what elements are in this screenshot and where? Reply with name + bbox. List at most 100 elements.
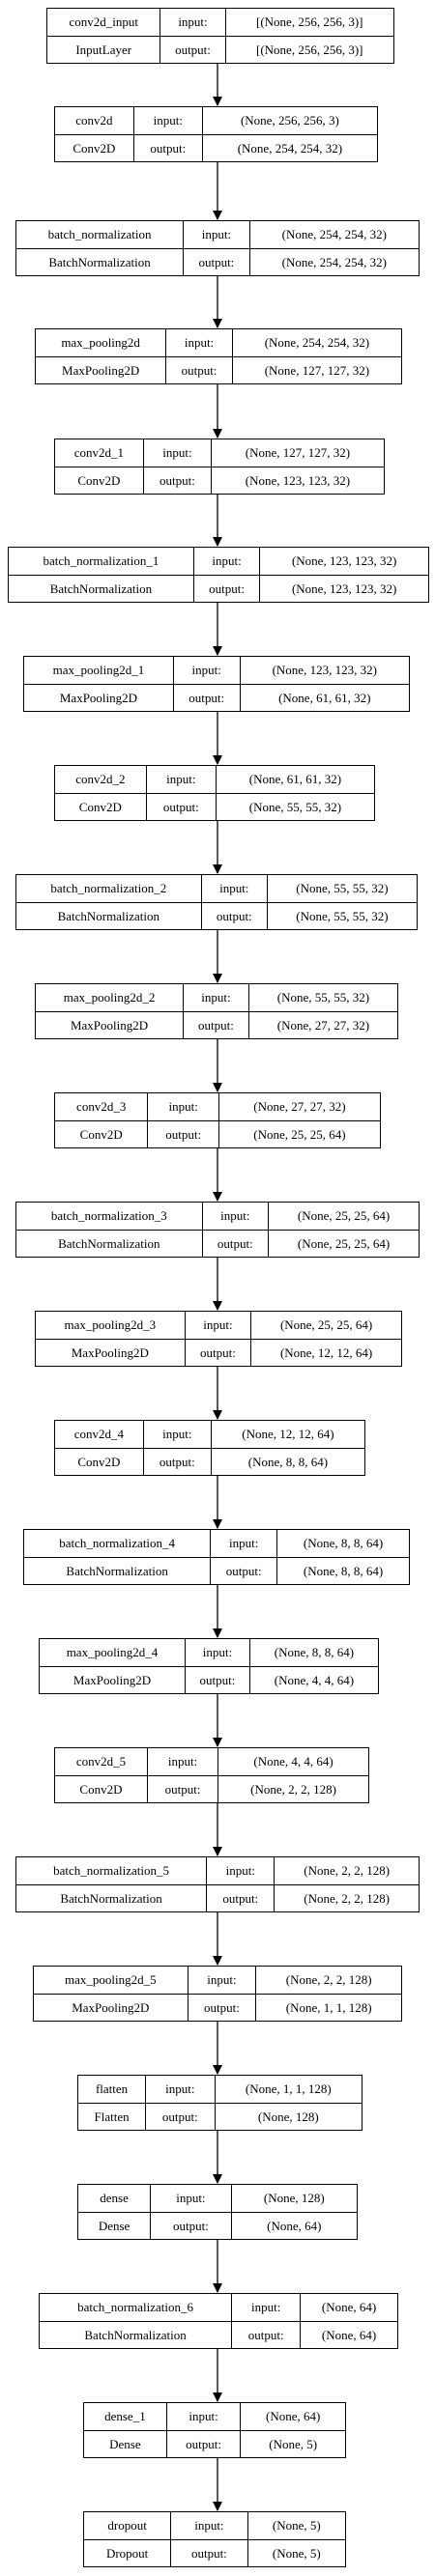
output-shape: (None, 25, 25, 64) [218, 1119, 380, 1147]
output-shape: (None, 254, 254, 32) [248, 247, 419, 275]
input-label: input: [231, 2294, 302, 2322]
layer-type: BatchNormalization [16, 1883, 208, 1911]
layer-name: batch_normalization_3 [16, 1203, 203, 1231]
output-label: output: [142, 1447, 212, 1475]
input-shape: (None, 2, 2, 128) [255, 1967, 401, 1995]
input-shape: (None, 55, 55, 32) [266, 875, 417, 903]
input-label: input: [201, 1203, 270, 1231]
input-shape: (None, 254, 254, 32) [248, 221, 419, 249]
layer-type: Conv2D [55, 1774, 148, 1802]
output-shape: (None, 2, 2, 128) [218, 1774, 368, 1802]
output-shape: (None, 64) [230, 2211, 357, 2239]
input-shape: (None, 27, 27, 32) [218, 1093, 380, 1121]
layer-type: Conv2D [55, 1447, 144, 1475]
output-shape: (None, 12, 12, 64) [250, 1338, 401, 1366]
input-shape: (None, 61, 61, 32) [215, 766, 374, 794]
input-label: input: [142, 1421, 212, 1449]
input-label: input: [183, 221, 250, 249]
input-shape: (None, 55, 55, 32) [247, 984, 397, 1012]
input-shape: (None, 8, 8, 64) [276, 1530, 409, 1558]
layer-name: conv2d [55, 107, 134, 135]
layer-name: max_pooling2d [36, 329, 167, 357]
layer-type: Flatten [78, 2102, 147, 2130]
input-shape: (None, 256, 256, 3) [201, 107, 377, 135]
input-shape: (None, 25, 25, 64) [250, 1312, 401, 1340]
input-shape: (None, 8, 8, 64) [248, 1639, 378, 1667]
layer-type: MaxPooling2D [40, 1665, 186, 1693]
layer-name: flatten [78, 2076, 147, 2104]
output-shape: (None, 8, 8, 64) [276, 1556, 409, 1584]
layer-type: Conv2D [55, 1119, 149, 1147]
layer-name: batch_normalization_1 [9, 548, 194, 576]
input-shape: [(None, 256, 256, 3)] [224, 9, 393, 37]
layer-name: dense [78, 2185, 152, 2213]
layer-type: Conv2D [55, 133, 134, 161]
layer-name: batch_normalization_2 [16, 875, 202, 903]
layer-type: InputLayer [47, 35, 161, 63]
output-label: output: [200, 901, 268, 929]
output-shape: (None, 128) [214, 2102, 362, 2130]
output-label: output: [231, 2320, 302, 2348]
input-label: input: [165, 2403, 242, 2431]
output-shape: (None, 8, 8, 64) [210, 1447, 364, 1475]
layer-name: max_pooling2d_5 [34, 1967, 188, 1995]
input-label: input: [165, 329, 233, 357]
layer-type: BatchNormalization [24, 1556, 212, 1584]
layer-name: conv2d_4 [55, 1421, 144, 1449]
input-shape: (None, 1, 1, 128) [214, 2076, 362, 2104]
output-shape: (None, 64) [300, 2320, 397, 2348]
output-label: output: [145, 2102, 216, 2130]
output-shape: (None, 4, 4, 64) [248, 1665, 378, 1693]
input-label: input: [145, 766, 217, 794]
output-label: output: [185, 1665, 250, 1693]
output-shape: (None, 61, 61, 32) [239, 683, 409, 711]
output-label: output: [147, 1119, 219, 1147]
layer-type: BatchNormalization [16, 901, 202, 929]
input-shape: (None, 4, 4, 64) [218, 1748, 368, 1776]
layer-name: dropout [84, 2512, 172, 2540]
layer-type: BatchNormalization [16, 247, 185, 275]
output-label: output: [192, 574, 261, 602]
layer-name: batch_normalization_6 [40, 2294, 233, 2322]
output-label: output: [145, 792, 217, 820]
input-label: input: [142, 439, 212, 467]
output-shape: (None, 5) [246, 2538, 345, 2566]
output-label: output: [210, 1556, 278, 1584]
input-label: input: [187, 1967, 257, 1995]
output-label: output: [183, 1010, 249, 1038]
input-label: input: [183, 984, 249, 1012]
output-shape: (None, 123, 123, 32) [210, 466, 384, 494]
input-label: input: [147, 1093, 219, 1121]
output-shape: (None, 5) [240, 2429, 345, 2457]
output-label: output: [170, 2538, 248, 2566]
layer-name: conv2d_2 [55, 766, 147, 794]
layer-type: BatchNormalization [9, 574, 194, 602]
input-shape: (None, 64) [240, 2403, 345, 2431]
input-label: input: [146, 1748, 219, 1776]
layer-name: max_pooling2d_2 [36, 984, 185, 1012]
input-shape: (None, 127, 127, 32) [210, 439, 384, 467]
output-label: output: [165, 355, 233, 383]
layer-name: max_pooling2d_3 [36, 1312, 186, 1340]
layer-name: batch_normalization [16, 221, 185, 249]
input-shape: (None, 123, 123, 32) [259, 548, 428, 576]
output-label: output: [187, 1993, 257, 2021]
input-label: input: [132, 107, 203, 135]
